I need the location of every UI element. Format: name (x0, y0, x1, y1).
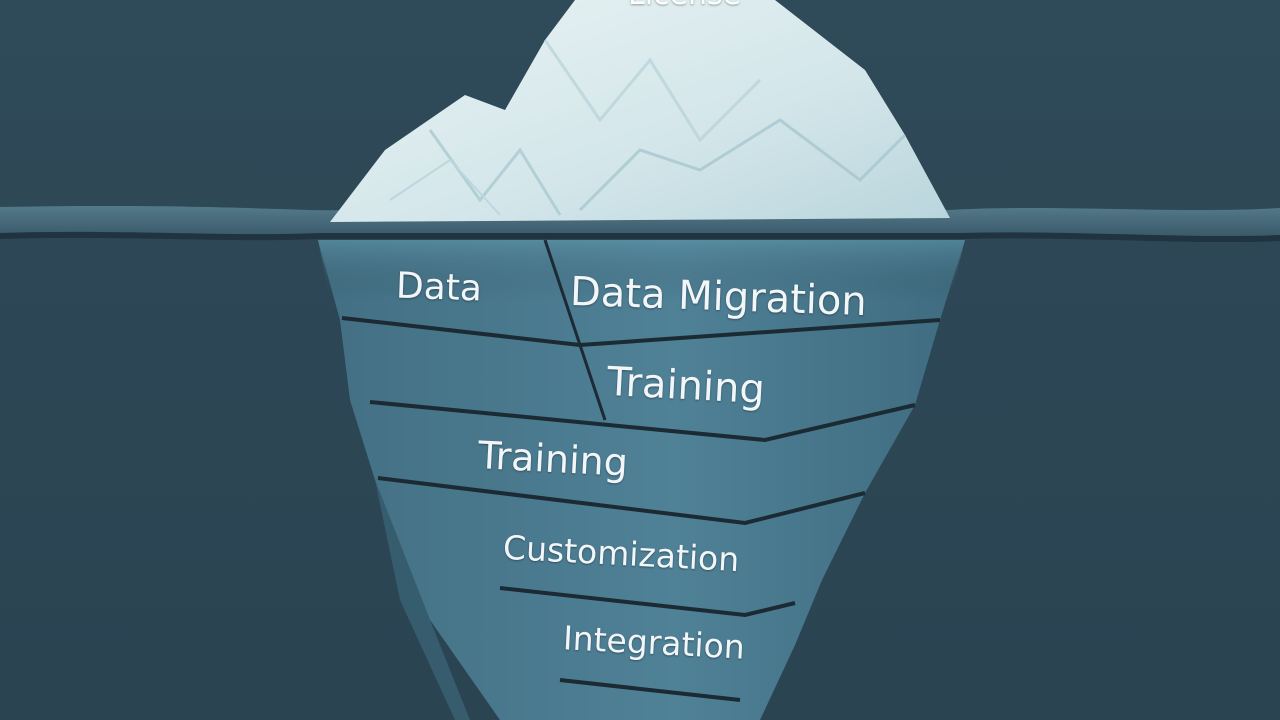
layer-label-training-2: Training (476, 433, 630, 485)
tip-label: License (628, 0, 741, 10)
layer-label-data-migration: Data Migration (569, 268, 868, 326)
layer-dividers (341, 316, 941, 702)
water-surface (0, 205, 1280, 243)
layer-label-integration: Integration (562, 618, 746, 667)
layer-label-training-1: Training (605, 358, 766, 414)
iceberg-tip (330, 0, 950, 222)
layer-label-data: Data (395, 265, 483, 310)
iceberg-underwater (318, 239, 965, 720)
